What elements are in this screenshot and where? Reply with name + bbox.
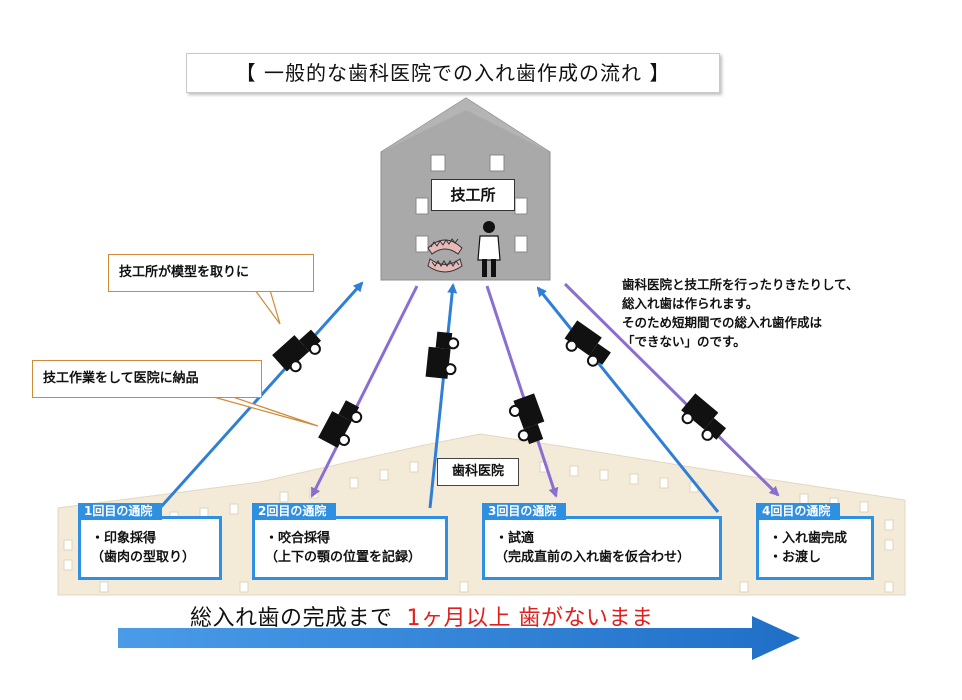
- note-line: 総入れ歯は作られます。: [622, 296, 759, 311]
- visit-heading: 3回目の通院: [482, 503, 567, 520]
- truck-icon-5: [564, 320, 611, 367]
- visit-heading: 4回目の通院: [756, 503, 841, 520]
- clinic-label: 歯科医院: [437, 458, 519, 486]
- arrows-to-clinic: [310, 282, 780, 498]
- visit-line: （完成直前の入れ歯を仮合わせ）: [495, 550, 691, 565]
- truck-icon-2: [318, 400, 363, 448]
- visit-box-3: 3回目の通院 ・試適 （完成直前の入れ歯を仮合わせ）: [482, 503, 722, 580]
- visit-line: （上下の顎の位置を記録）: [265, 550, 422, 565]
- visit-line: ・お渡し: [769, 550, 822, 565]
- truck-icon-6: [681, 393, 727, 441]
- visit-box-1: 1回目の通院 ・印象採得 （歯肉の型取り）: [78, 503, 222, 580]
- note-line: 歯科医院と技工所を行ったりきたりして、: [622, 277, 859, 292]
- note-line: 「できない」のです。: [622, 334, 746, 349]
- explanation-note: 歯科医院と技工所を行ったりきたりして、 総入れ歯は作られます。 そのため短期間で…: [622, 275, 952, 351]
- visit-box-2: 2回目の通院 ・咬合採得 （上下の顎の位置を記録）: [252, 503, 448, 580]
- visit-heading: 2回目の通院: [252, 503, 337, 520]
- visit-heading: 1回目の通院: [78, 503, 163, 520]
- visit-details: ・咬合採得 （上下の顎の位置を記録）: [265, 529, 421, 567]
- dentures-icon: [427, 238, 463, 273]
- visit-line: ・咬合採得: [265, 531, 331, 546]
- lab-label: 技工所: [431, 179, 515, 211]
- note-line: そのため短期間での総入れ歯作成は: [622, 315, 823, 330]
- technician-icon: [477, 221, 501, 277]
- timeline-text: 総入れ歯の完成まで: [190, 606, 393, 631]
- timeline-caption: 総入れ歯の完成まで 1ヶ月以上 歯がないまま: [190, 600, 654, 632]
- truck-icon-1: [272, 329, 322, 373]
- visit-line: ・印象採得: [91, 531, 157, 546]
- visit-line: （歯肉の型取り）: [91, 550, 196, 565]
- timeline-arrow: [118, 616, 800, 660]
- callout-pickup: 技工所が模型を取りに: [108, 254, 314, 292]
- timeline-highlight: 1ヶ月以上 歯がないまま: [406, 606, 654, 631]
- page-title: 【 一般的な歯科医院での入れ歯作成の流れ 】: [186, 53, 720, 93]
- callout-deliver: 技工作業をして医院に納品: [32, 360, 262, 398]
- truck-icon-3: [425, 331, 460, 379]
- visit-details: ・印象採得 （歯肉の型取り）: [91, 529, 195, 567]
- visit-details: ・入れ歯完成 ・お渡し: [769, 529, 847, 567]
- visit-box-4: 4回目の通院 ・入れ歯完成 ・お渡し: [756, 503, 874, 580]
- visit-line: ・入れ歯完成: [769, 531, 848, 546]
- visit-details: ・試適 （完成直前の入れ歯を仮合わせ）: [495, 529, 690, 567]
- truck-icon-4: [508, 393, 545, 445]
- visit-line: ・試適: [495, 531, 535, 546]
